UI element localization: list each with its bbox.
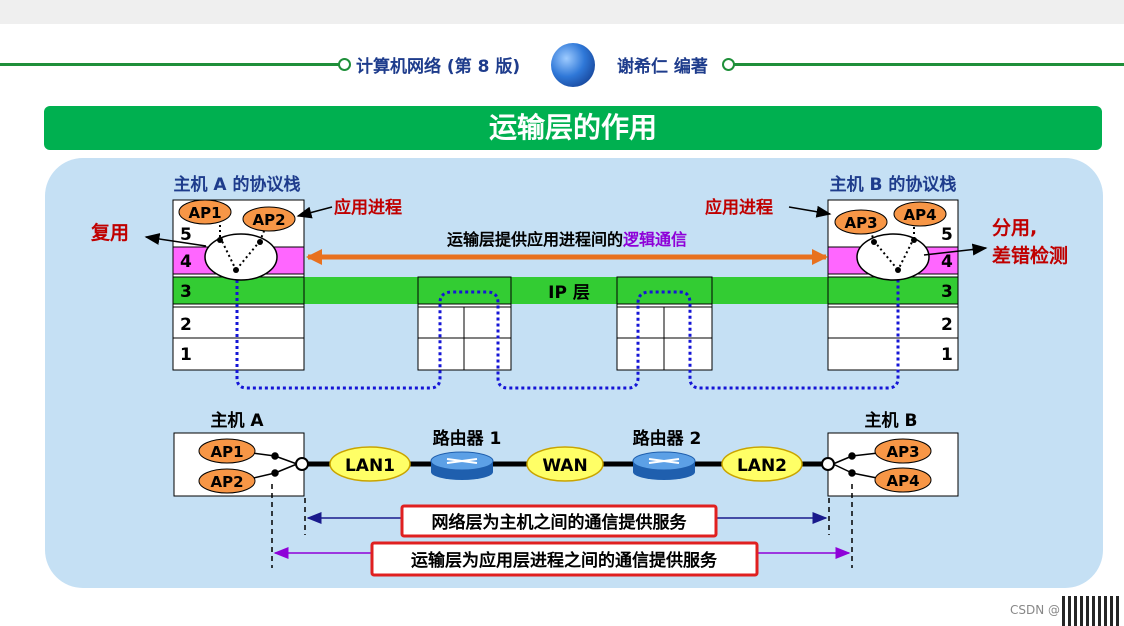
svg-text:AP4: AP4 <box>886 472 919 490</box>
router-1-icon <box>430 451 494 480</box>
host-a-layer-2: 2 <box>180 315 192 335</box>
svg-text:AP2: AP2 <box>210 473 243 491</box>
svg-text:WAN: WAN <box>542 456 587 476</box>
host-a-layer-3: 3 <box>180 282 192 302</box>
watermark: CSDN @ <box>1010 603 1061 617</box>
host-b-layer-3: 3 <box>941 282 953 302</box>
header-line-right <box>733 63 1124 66</box>
host-b-demux <box>856 222 930 281</box>
host-a-layer-4: 4 <box>180 252 192 272</box>
ap4-top: AP4 <box>893 201 947 227</box>
svg-text:AP3: AP3 <box>844 214 877 232</box>
data-path-dotted <box>235 262 900 390</box>
globe-icon <box>551 43 595 87</box>
router-2-icon <box>632 451 696 480</box>
host-a-mux <box>204 220 278 281</box>
book-title: 计算机网络 (第 8 版) <box>356 57 521 77</box>
top-band <box>0 0 1124 24</box>
host-a-label: 主机 A <box>210 410 264 431</box>
ap2-bottom: AP2 <box>198 468 256 494</box>
header-line-left-dot <box>338 58 351 71</box>
host-b-stack-label: 主机 B 的协议栈 <box>830 174 957 195</box>
host-a-stack-label: 主机 A 的协议栈 <box>174 174 301 195</box>
host-b-layer-1: 1 <box>941 345 953 365</box>
ap1-bottom: AP1 <box>198 438 256 464</box>
network-service-label: 网络层为主机之间的通信提供服务 <box>432 512 688 533</box>
demux-label-1: 分用, <box>992 217 1037 239</box>
svg-text:LAN2: LAN2 <box>737 456 787 476</box>
router-2-label: 路由器 2 <box>633 428 702 449</box>
ap1-top: AP1 <box>178 199 232 225</box>
ap3-bottom: AP3 <box>874 438 932 464</box>
svg-text:AP3: AP3 <box>886 443 919 461</box>
ap3-top: AP3 <box>834 209 888 235</box>
host-a-layer-1: 1 <box>180 345 192 365</box>
page-title: 运输层的作用 <box>44 106 1102 150</box>
host-b-layer-4: 4 <box>941 252 953 272</box>
router-1-label: 路由器 1 <box>433 428 502 449</box>
lan2-cloud: LAN2 <box>721 446 803 482</box>
svg-text:AP1: AP1 <box>188 204 221 222</box>
app-process-right: 应用进程 <box>705 197 773 218</box>
router-1-stack <box>417 276 512 371</box>
lan1-cloud: LAN1 <box>329 446 411 482</box>
host-b-layer-5: 5 <box>941 225 953 245</box>
transport-service-label: 运输层为应用层进程之间的通信提供服务 <box>411 550 718 571</box>
demux-label-2: 差错检测 <box>992 244 1068 267</box>
header-line-left <box>0 63 340 66</box>
book-author: 谢希仁 编著 <box>617 57 708 77</box>
host-b-label: 主机 B <box>865 410 918 431</box>
app-process-left: 应用进程 <box>334 197 402 218</box>
host-b-layer-2: 2 <box>941 315 953 335</box>
host-a-layer-5: 5 <box>180 225 192 245</box>
svg-text:AP1: AP1 <box>210 443 243 461</box>
ap4-bottom: AP4 <box>874 467 932 493</box>
svg-text:AP2: AP2 <box>252 211 285 229</box>
wan-cloud: WAN <box>526 446 604 482</box>
logical-comm-label: 运输层提供应用进程间的逻辑通信 <box>447 230 687 249</box>
ap2-top: AP2 <box>242 206 296 232</box>
ip-layer-label: IP 层 <box>548 283 590 303</box>
qr-code <box>1062 596 1120 626</box>
svg-text:LAN1: LAN1 <box>345 456 395 476</box>
multiplex-label: 复用 <box>90 221 129 244</box>
svg-text:AP4: AP4 <box>903 206 936 224</box>
